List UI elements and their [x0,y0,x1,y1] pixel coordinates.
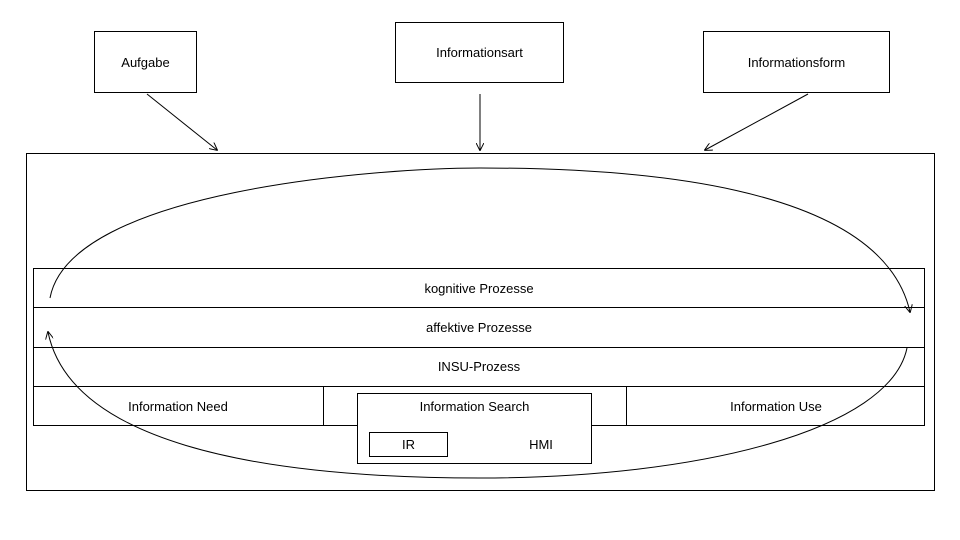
search-title-label: Information Search [419,398,530,414]
phase-need-label: Information Need [128,398,228,414]
component-ir: IR [369,432,448,457]
input-label-informationsform: Informationsform [747,54,846,70]
component-hmi: HMI [505,432,577,457]
component-hmi-label: HMI [529,437,553,452]
arrow-aufgabe [146,93,217,150]
input-box-informationsform: Informationsform [703,31,890,93]
layer-kognitive-label: kognitive Prozesse [424,280,534,296]
cycle-arc-upper [49,167,910,312]
cycle-arc-lower [48,332,908,479]
input-label-aufgabe: Aufgabe [121,54,170,70]
input-label-informationsart: Informationsart [436,45,523,60]
phase-need: Information Need [33,386,324,426]
layer-insu: INSU-Prozess [33,347,925,387]
input-box-informationsart: Informationsart [395,22,564,83]
layer-kognitive: kognitive Prozesse [33,268,925,308]
layer-insu-label: INSU-Prozess [437,359,521,374]
phase-use-label: Information Use [730,398,822,414]
layer-affektive-label: affektive Prozesse [426,319,532,335]
layer-affektive: affektive Prozesse [33,307,925,348]
phase-use: Information Use [626,386,925,426]
component-ir-label: IR [402,437,415,452]
arrow-informationsform [705,93,809,150]
input-box-aufgabe: Aufgabe [94,31,197,93]
search-title: Information Search [357,393,592,419]
